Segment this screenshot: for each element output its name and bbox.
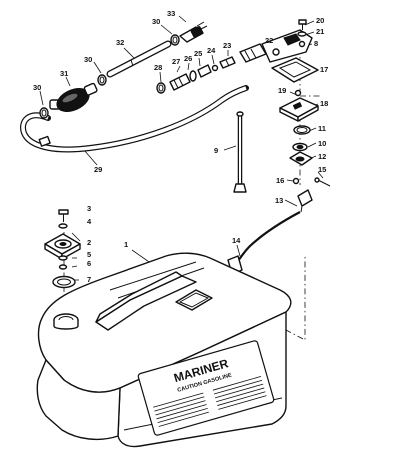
callout-19: 19	[278, 86, 286, 95]
hose-clamp-mid	[97, 74, 107, 86]
callout-12: 12	[318, 152, 326, 161]
grommet-10	[292, 142, 308, 152]
cap-screw-3	[58, 209, 69, 222]
o-ring-11	[293, 125, 311, 135]
callout-25: 25	[194, 49, 202, 58]
gauge-bracket-13	[297, 189, 313, 213]
fuel-pickup-head	[261, 29, 313, 63]
screw-19	[294, 89, 302, 97]
callout-30-top: 30	[152, 17, 160, 26]
screw-16	[292, 177, 300, 185]
callout-27: 27	[172, 57, 180, 66]
callout-labels: 1 2 3 4 5 6 7 8 9 10 11 12 13 14 15 16 1…	[33, 9, 328, 284]
callout-33: 33	[167, 9, 175, 18]
engine-connector	[179, 21, 208, 43]
callout-28: 28	[154, 63, 162, 72]
washer-21	[297, 31, 307, 37]
mount-plate-18	[279, 97, 319, 122]
cap-gasket-7	[52, 275, 76, 289]
callout-4: 4	[87, 217, 92, 226]
callout-23: 23	[223, 41, 231, 50]
screw-20	[298, 19, 307, 30]
callout-15: 15	[318, 165, 326, 174]
gasket-17	[271, 57, 319, 83]
clamp-28	[156, 82, 166, 94]
fuel-hose	[20, 85, 249, 153]
screw-15	[314, 177, 331, 187]
callout-21: 21	[316, 27, 324, 36]
tank-decal: MARINER CAUTION GASOLINE	[137, 340, 275, 436]
callout-6: 6	[87, 259, 91, 268]
callout-26: 26	[184, 54, 192, 63]
callout-10: 10	[318, 139, 326, 148]
tank-fitting-assembly	[169, 56, 236, 91]
callout-14: 14	[232, 236, 241, 245]
callout-13: 13	[275, 196, 283, 205]
callout-30-left: 30	[33, 83, 41, 92]
gauge-housing-12	[289, 151, 313, 166]
callout-1: 1	[124, 240, 128, 249]
filler-cap-2	[44, 233, 81, 260]
washer-4	[58, 223, 68, 229]
callout-5: 5	[87, 250, 91, 259]
callout-30-mid: 30	[84, 55, 92, 64]
cap-nut-6	[58, 264, 68, 270]
hose-clamp-left	[39, 107, 49, 119]
callout-18: 18	[320, 99, 328, 108]
callout-17: 17	[320, 65, 328, 74]
callout-31: 31	[60, 69, 68, 78]
callout-9: 9	[214, 146, 218, 155]
callout-2: 2	[87, 238, 91, 247]
fitting-22	[239, 43, 267, 63]
decal-fine-print	[153, 376, 267, 427]
callout-3: 3	[87, 204, 91, 213]
callout-16: 16	[276, 176, 284, 185]
pickup-tube	[233, 111, 247, 193]
hose-segment	[106, 40, 172, 78]
callout-20: 20	[316, 16, 324, 25]
callout-8: 8	[314, 39, 318, 48]
callout-22: 22	[265, 36, 273, 45]
cap-washer-5	[58, 255, 68, 261]
callout-7: 7	[87, 275, 91, 284]
callout-32: 32	[116, 38, 124, 47]
callout-29: 29	[94, 165, 102, 174]
primer-bulb	[49, 82, 98, 112]
assembly-line-gauge	[198, 255, 306, 341]
hose-clamp-top	[170, 34, 180, 46]
callout-11: 11	[318, 124, 326, 133]
callout-24: 24	[207, 46, 216, 55]
